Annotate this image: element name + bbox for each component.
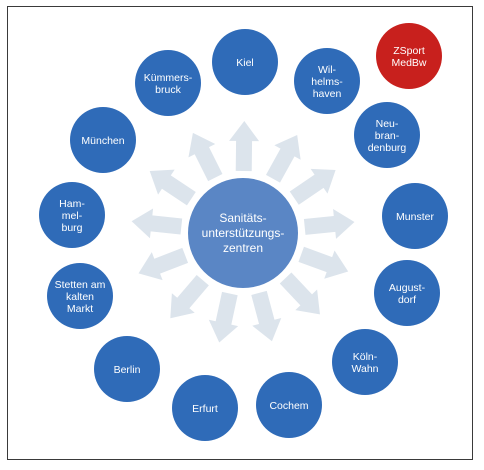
node-zsport-label-line: MedBw	[391, 57, 426, 69]
node-erfurt: Erfurt	[172, 375, 238, 441]
node-wilhelmshaven-label-line: haven	[313, 88, 342, 100]
node-circle	[382, 183, 448, 249]
arrow-shape	[138, 247, 189, 281]
node-koeln-wahn-label-line: Köln-	[353, 351, 378, 363]
node-hammelburg: Ham-mel-burg	[39, 182, 105, 248]
node-circle	[212, 29, 278, 95]
node-augustdorf-label-line: dorf	[398, 294, 416, 306]
arrow-munster	[303, 209, 355, 239]
arrow-kuemmersbruck	[188, 132, 223, 182]
arrow-cochem	[251, 290, 282, 342]
node-kiel-label-line: Kiel	[236, 57, 254, 69]
arrow-shape	[251, 290, 282, 342]
node-stetten-label-line: kalten	[66, 291, 94, 303]
arrow-shape	[303, 209, 355, 239]
arrow-stetten	[138, 247, 189, 281]
arrow-augustdorf	[298, 246, 349, 279]
node-zsport-label-line: ZSport	[393, 45, 425, 57]
node-muenchen: München	[70, 107, 136, 173]
node-augustdorf: August-dorf	[374, 260, 440, 326]
node-circle	[135, 50, 201, 116]
node-circle	[332, 329, 398, 395]
node-kuemmersbruck-label-line: Kümmers-	[144, 72, 193, 84]
arrow-ring	[131, 121, 355, 343]
node-neubrandenburg-label-line: denburg	[368, 142, 407, 154]
node-circle-highlight	[376, 23, 442, 89]
arrow-shape	[289, 168, 336, 205]
arrow-erfurt	[208, 291, 239, 343]
arrow-kiel	[229, 121, 260, 172]
node-neubrandenburg-label-line: bran-	[375, 130, 400, 142]
arrow-shape	[188, 132, 223, 182]
arrow-shape	[149, 169, 196, 206]
node-munster-label-line: Munster	[396, 211, 434, 223]
arrow-neubrandenburg	[289, 168, 336, 205]
node-circle	[172, 375, 238, 441]
node-cochem-label-line: Cochem	[269, 400, 308, 412]
node-circle	[294, 48, 360, 114]
node-hammelburg-label-line: mel-	[62, 210, 83, 222]
arrow-shape	[208, 291, 239, 343]
node-circle	[70, 107, 136, 173]
node-stetten-label-line: Stetten am	[55, 279, 106, 291]
node-berlin: Berlin	[94, 336, 160, 402]
arrow-shape	[229, 121, 260, 172]
node-stetten-label-line: Markt	[67, 303, 93, 315]
node-kiel: Kiel	[212, 29, 278, 95]
node-berlin-label-line: Berlin	[114, 364, 141, 376]
center-group: Sanitäts-unterstützungs-zentren	[188, 178, 298, 288]
arrow-muenchen	[149, 169, 196, 206]
node-cochem: Cochem	[256, 372, 322, 438]
center-hub-label-line: unterstützungs-	[202, 226, 285, 240]
node-munster: Munster	[382, 183, 448, 249]
node-ring: KielWil-helms-havenNeu-bran-denburgMunst…	[39, 23, 448, 441]
arrow-shape	[279, 272, 320, 315]
node-hammelburg-label-line: burg	[61, 222, 82, 234]
node-kuemmersbruck: Kümmers-bruck	[135, 50, 201, 116]
node-circle	[39, 182, 105, 248]
node-augustdorf-label-line: August-	[389, 282, 426, 294]
arrow-berlin	[170, 274, 209, 319]
center-hub-label-line: zentren	[223, 241, 263, 255]
node-neubrandenburg-label-line: Neu-	[376, 118, 399, 130]
center-hub-circle	[188, 178, 298, 288]
node-circle	[256, 372, 322, 438]
node-koeln-wahn: Köln-Wahn	[332, 329, 398, 395]
arrow-shape	[131, 208, 183, 239]
arrow-shape	[265, 134, 301, 183]
arrow-shape	[170, 274, 209, 319]
arrow-koeln-wahn	[279, 272, 320, 315]
arrow-shape	[298, 246, 349, 279]
center-hub-label-line: Sanitäts-	[219, 211, 266, 225]
node-wilhelmshaven-label-line: helms-	[311, 76, 343, 88]
node-circle	[374, 260, 440, 326]
node-circle	[354, 102, 420, 168]
node-hammelburg-label-line: Ham-	[59, 198, 85, 210]
node-circle	[47, 263, 113, 329]
node-koeln-wahn-label-line: Wahn	[351, 363, 378, 375]
node-kuemmersbruck-label-line: bruck	[155, 84, 181, 96]
node-wilhelmshaven: Wil-helms-haven	[294, 48, 360, 114]
node-neubrandenburg: Neu-bran-denburg	[354, 102, 420, 168]
node-wilhelmshaven-label-line: Wil-	[318, 64, 337, 76]
node-erfurt-label-line: Erfurt	[192, 403, 218, 415]
arrow-wilhelmshaven	[265, 134, 301, 183]
arrow-hammelburg	[131, 208, 183, 239]
node-muenchen-label-line: München	[81, 135, 124, 147]
node-circle	[94, 336, 160, 402]
